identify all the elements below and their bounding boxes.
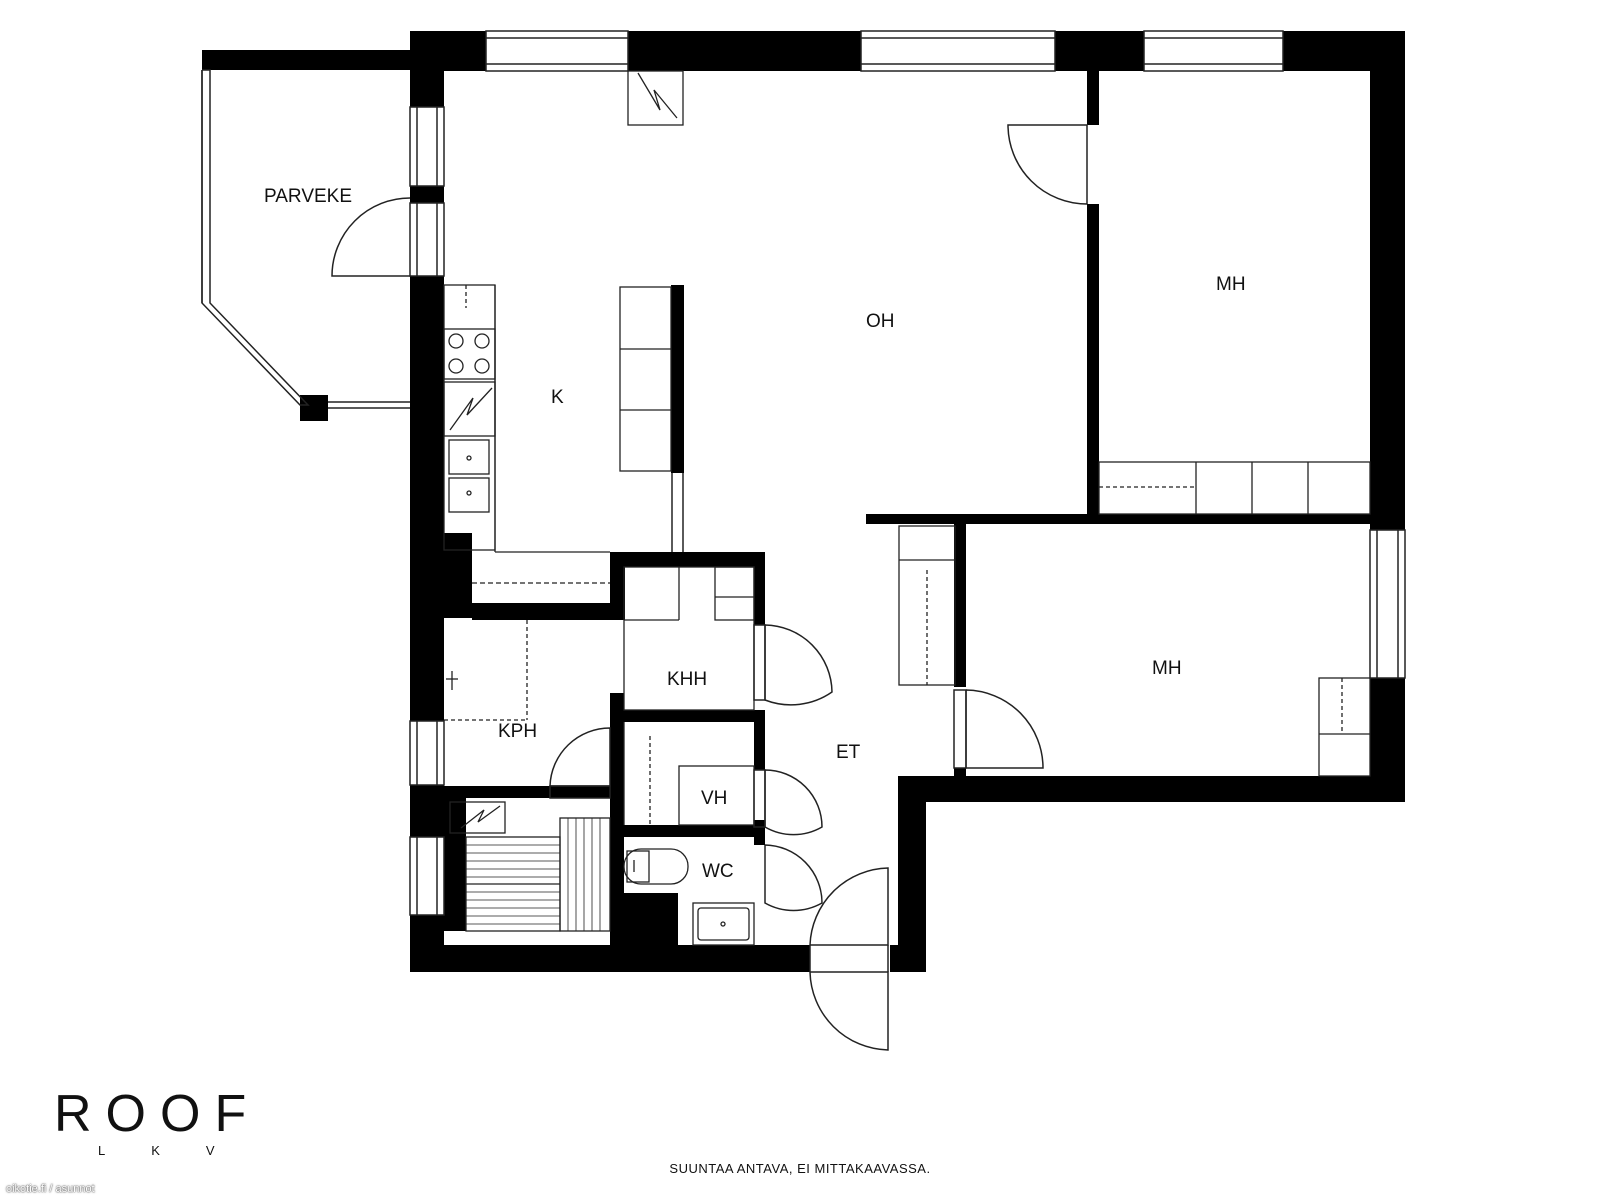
fixtures — [443, 70, 1371, 946]
room-label-parveke: PARVEKE — [264, 186, 352, 207]
roof-logo: ROOF — [54, 1085, 261, 1143]
room-label-mh-lower: MH — [1152, 658, 1182, 679]
lkv-logo-subtitle: LKV — [98, 1143, 261, 1158]
room-label-vh: VH — [701, 788, 727, 809]
room-label-oh: OH — [866, 311, 895, 332]
doors — [331, 124, 1088, 1051]
exterior-walls — [202, 31, 1405, 972]
room-label-kph: KPH — [498, 721, 537, 742]
room-label-mh-upper: MH — [1216, 274, 1246, 295]
scale-disclaimer: SUUNTAA ANTAVA, EI MITTAKAAVASSA. — [669, 1161, 931, 1176]
source-watermark: oikotie.fi / asunnot — [6, 1183, 95, 1195]
room-label-wc: WC — [702, 861, 734, 882]
room-label-khh: KHH — [667, 669, 707, 690]
windows — [201, 30, 1406, 916]
room-labels: PARVEKE K OH MH MH KHH KPH ET VH WC — [264, 186, 1246, 882]
interior-walls — [444, 71, 1370, 958]
room-label-et: ET — [836, 742, 861, 763]
room-label-k: K — [551, 387, 564, 408]
